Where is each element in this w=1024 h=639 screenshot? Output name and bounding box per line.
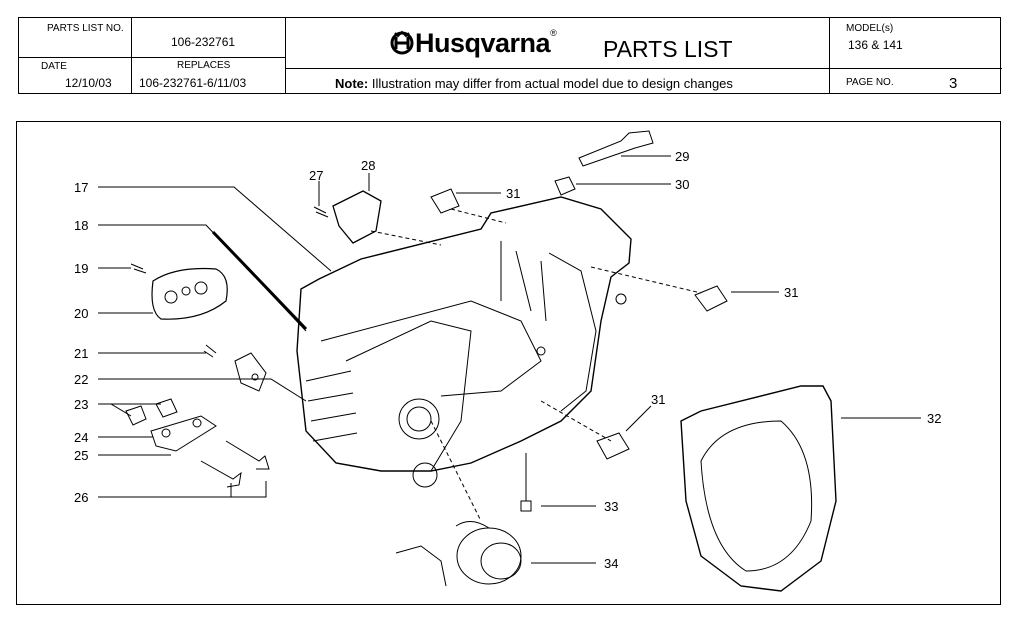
callout-20: 20 bbox=[74, 306, 88, 321]
note-label: Note: bbox=[335, 76, 369, 91]
divider bbox=[829, 68, 1002, 69]
date-label: DATE bbox=[41, 61, 67, 72]
registered-mark: ® bbox=[550, 28, 557, 38]
models-value: 136 & 141 bbox=[848, 38, 903, 52]
header-table: PARTS LIST NO. 106-232761 DATE 12/10/03 … bbox=[18, 17, 1002, 94]
document-title: PARTS LIST bbox=[603, 36, 733, 62]
callout-24: 24 bbox=[74, 430, 88, 445]
replaces-label: REPLACES bbox=[177, 60, 231, 71]
callout-19: 19 bbox=[74, 261, 88, 276]
divider bbox=[285, 18, 286, 93]
parts-list-no-label: PARTS LIST NO. bbox=[47, 23, 124, 34]
models-label: MODEL(s) bbox=[846, 23, 894, 34]
callout-23: 23 bbox=[74, 397, 88, 412]
callout-17: 17 bbox=[74, 180, 88, 195]
callout-34: 34 bbox=[604, 556, 618, 571]
page-label: PAGE NO. bbox=[846, 77, 894, 88]
exploded-parts-diagram: 17 18 19 20 21 22 23 24 25 26 27 28 29 3… bbox=[16, 121, 1001, 605]
divider bbox=[829, 18, 830, 93]
callout-31c: 31 bbox=[651, 392, 665, 407]
replaces-value: 106-232761-6/11/03 bbox=[139, 76, 247, 90]
divider bbox=[285, 68, 1002, 69]
parts-list-no: 106-232761 bbox=[171, 35, 236, 49]
page-number: 3 bbox=[949, 75, 958, 92]
callout-27: 27 bbox=[309, 168, 323, 183]
callout-28: 28 bbox=[361, 158, 375, 173]
callout-25: 25 bbox=[74, 448, 88, 463]
callout-32: 32 bbox=[927, 411, 941, 426]
callout-22: 22 bbox=[74, 372, 88, 387]
callout-31b: 31 bbox=[784, 285, 798, 300]
note: Note: Illustration may differ from actua… bbox=[335, 76, 733, 91]
callout-26: 26 bbox=[74, 490, 88, 505]
callout-30: 30 bbox=[675, 177, 689, 192]
diagram-svg: 17 18 19 20 21 22 23 24 25 26 27 28 29 3… bbox=[74, 130, 941, 592]
callout-29: 29 bbox=[675, 149, 689, 164]
date-value: 12/10/03 bbox=[65, 76, 112, 90]
divider bbox=[131, 18, 132, 93]
callout-31a: 31 bbox=[506, 186, 520, 201]
callout-33: 33 bbox=[604, 499, 618, 514]
note-text: Illustration may differ from actual mode… bbox=[371, 76, 733, 91]
husqvarna-crown-icon bbox=[390, 30, 414, 55]
brand-name: Husqvarna bbox=[415, 28, 551, 58]
divider bbox=[19, 57, 285, 58]
callout-18: 18 bbox=[74, 218, 88, 233]
husqvarna-logo: Husqvarna® bbox=[389, 28, 557, 59]
callout-21: 21 bbox=[74, 346, 88, 361]
